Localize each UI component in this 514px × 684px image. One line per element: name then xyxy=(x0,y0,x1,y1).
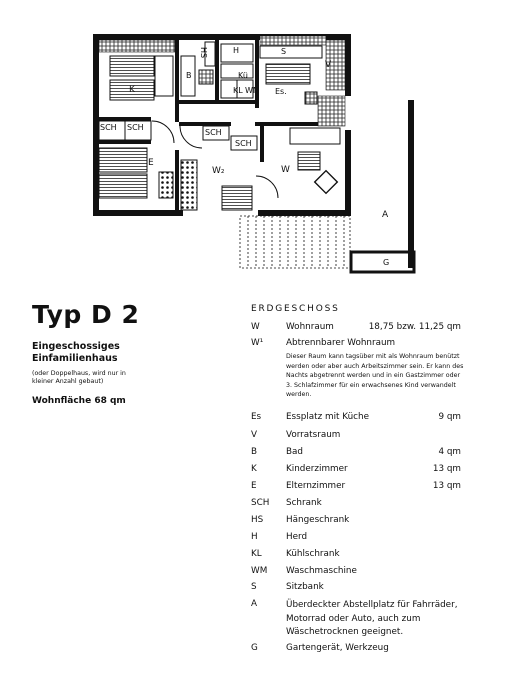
desk xyxy=(154,55,174,97)
legend-desc: Essplatz mit Küche xyxy=(286,412,369,422)
dining-table xyxy=(265,63,311,85)
legend-desc: Sitzbank xyxy=(286,582,324,592)
legend-detail-w1: Dieser Raum kann tagsüber mit als Wohnra… xyxy=(286,353,464,399)
cabinet xyxy=(289,127,341,145)
terrace-steps xyxy=(239,215,351,269)
legend-desc: Waschmaschine xyxy=(286,566,357,576)
dining-chair xyxy=(304,91,318,105)
nightstand xyxy=(158,171,174,199)
legend-abbr: K xyxy=(251,464,257,474)
legend-desc: Kühlschrank xyxy=(286,549,340,559)
door-swing xyxy=(255,175,279,199)
bookshelf xyxy=(180,159,198,211)
legend-value: 13 qm xyxy=(432,464,461,474)
label-w: W xyxy=(281,165,290,175)
legend-desc: Gartengerät, Werkzeug xyxy=(286,643,389,653)
legend-abbr: G xyxy=(251,643,258,653)
legend-abbr: V xyxy=(251,430,258,440)
hatched-wall xyxy=(98,39,176,53)
bed xyxy=(98,147,148,173)
house-type: Eingeschossiges Einfamilienhaus xyxy=(32,341,120,364)
label-sch-4: SCH xyxy=(235,139,252,148)
label-w2: W₂ xyxy=(212,166,225,176)
label-b: B xyxy=(186,71,192,80)
legend-abbr: Es xyxy=(251,412,262,422)
legend-desc: Herd xyxy=(286,532,308,542)
legend-desc: Kinderzimmer xyxy=(286,464,348,474)
label-sch-2: SCH xyxy=(127,123,144,132)
legend-abbr: KL xyxy=(251,549,262,559)
hatched-wall xyxy=(259,35,327,46)
wardrobe xyxy=(230,135,258,151)
wardrobe xyxy=(202,125,230,141)
legend-abbr: W xyxy=(251,322,260,332)
carport-pillar xyxy=(408,100,414,268)
legend-abbr: A xyxy=(251,599,258,609)
legend-abbr: WM xyxy=(251,566,268,576)
door-swing xyxy=(179,125,203,149)
legend-desc: Abtrennbarer Wohnraum xyxy=(286,338,396,348)
label-sch-3: SCH xyxy=(205,128,222,137)
legend-desc: Elternzimmer xyxy=(286,481,346,491)
hatched-wall xyxy=(317,95,346,127)
label-a: A xyxy=(382,210,389,220)
door-swing xyxy=(151,120,175,144)
label-k: K xyxy=(129,85,136,95)
legend-desc: Überdeckter Abstellplatz für Fahrräder, … xyxy=(286,600,458,637)
legend-abbr: S xyxy=(251,582,257,592)
living-area: Wohnfläche 68 qm xyxy=(32,396,126,406)
label-v: V xyxy=(325,60,332,70)
floor-plan: K B HS Kü KL WM H S V Es. SCH SCH SCH SC… xyxy=(93,34,416,274)
garden-shed xyxy=(349,250,416,274)
sofa xyxy=(221,185,253,211)
label-es: Es. xyxy=(275,87,287,96)
page-title: Typ D 2 xyxy=(32,300,140,329)
legend-abbr: W¹ xyxy=(251,338,264,348)
bathtub xyxy=(180,55,196,97)
legend-value: 4 qm xyxy=(438,447,461,457)
label-h: H xyxy=(233,46,239,55)
legend-abbr: E xyxy=(251,481,257,491)
section-heading: ERDGESCHOSS xyxy=(251,304,340,314)
legend-abbr: SCH xyxy=(251,498,270,508)
sink xyxy=(220,63,254,79)
stove xyxy=(220,43,254,63)
interior-walls xyxy=(99,40,345,216)
label-sch-1: SCH xyxy=(100,123,117,132)
label-e: E xyxy=(148,158,154,168)
legend-value: 9 qm xyxy=(438,412,461,422)
cabinet-hs xyxy=(204,41,216,67)
label-g: G xyxy=(383,258,389,267)
legend-desc: Wohnraum xyxy=(286,322,334,332)
legend-abbr: HS xyxy=(251,515,264,525)
label-ku: Kü xyxy=(238,71,248,80)
legend-desc: Schrank xyxy=(286,498,322,508)
hatched-wall xyxy=(325,39,346,91)
label-hs: HS xyxy=(199,47,208,58)
label-s: S xyxy=(281,47,286,56)
wardrobe xyxy=(124,120,152,141)
bath-fixture xyxy=(198,69,214,85)
house-note: (oder Doppelhaus, wird nur in kleiner An… xyxy=(32,370,126,385)
bed xyxy=(98,173,148,199)
legend-abbr: B xyxy=(251,447,258,457)
armchair xyxy=(297,151,321,171)
legend-abbr: H xyxy=(251,532,258,542)
legend-desc: Bad xyxy=(286,447,304,457)
coffee-table xyxy=(313,169,339,195)
label-kl: KL xyxy=(233,86,243,95)
legend-desc: Vorratsraum xyxy=(286,430,341,440)
outer-walls xyxy=(93,34,351,216)
bed xyxy=(109,55,155,77)
washing-machine xyxy=(236,79,254,99)
legend-value: 18,75 bzw. 11,25 qm xyxy=(368,322,461,332)
legend-value: 13 qm xyxy=(432,481,461,491)
label-wm: WM xyxy=(245,86,260,95)
bed xyxy=(109,79,155,101)
bench xyxy=(259,45,323,59)
legend-desc: Hängeschrank xyxy=(286,515,350,525)
